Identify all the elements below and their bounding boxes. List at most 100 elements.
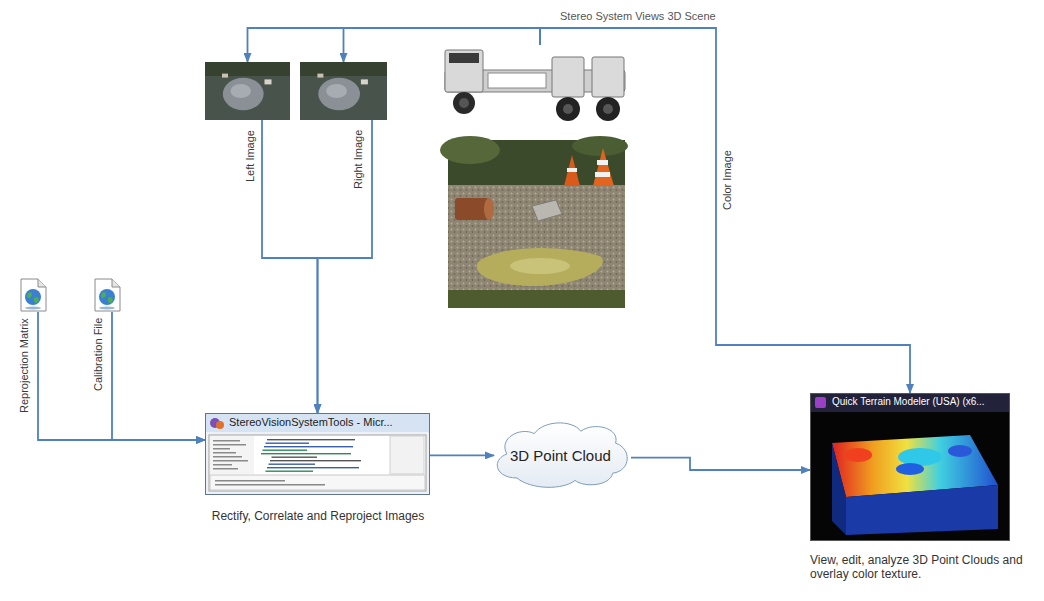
drawing-rect [213,456,242,458]
flow-arrow [540,28,910,393]
photo-block [532,200,562,221]
image-node: Left Image [205,62,290,120]
drawing-path [497,423,627,487]
viewer-node: Quick Terrain Modeler (USA) (x6...View, … [810,393,1010,541]
image-thumbnail [205,62,290,120]
cloud-node: 3D Point Cloud [488,418,633,490]
drawing-ellipse [231,84,251,98]
drawing-path [34,297,39,303]
flow-arrow [631,458,810,470]
drawing-rect [445,50,483,92]
drawing-rect [210,436,254,474]
file-label: Reprojection Matrix [18,318,31,413]
drawing-rect [213,460,248,462]
drawing-rect [215,480,285,482]
drawing-polygon [846,485,998,535]
photo-cone [593,148,614,186]
drawing-circle [603,104,613,114]
photo-cone-stripe [567,168,577,172]
drawing-rect [267,467,359,468]
drawing-path [108,297,113,303]
drawing-rect [209,435,426,491]
flow-arrow [112,312,205,440]
drawing-rect [811,394,1010,541]
drawing-rect [213,464,232,466]
terrain-viewer-window [810,393,1010,541]
drawing-rect [266,471,314,472]
drawing-path [21,279,46,311]
document-icon [92,278,122,312]
photo-barrel [455,198,489,220]
drawing-polygon [832,443,846,535]
document-icon [18,278,48,312]
photo-ground [448,140,625,308]
scene-photo [440,136,628,308]
drawing-rect [264,446,353,447]
drawing-path [112,279,120,287]
drawing-rect [206,414,429,432]
drawing-circle [556,97,580,121]
drawing-ellipse [99,307,115,310]
drawing-rect [390,436,424,474]
drawing-circle [563,104,573,114]
process-caption: Rectify, Correlate and Reproject Images [193,509,443,523]
camera-rig [440,45,630,135]
drawing-rect [263,450,308,451]
drawing-rect [213,452,236,454]
drawing-rect [215,484,325,486]
drawing-path [101,292,106,298]
drawing-rect [261,453,351,454]
drawing-rect [205,62,290,76]
drawing-ellipse [896,463,924,475]
drawing-circle [216,421,224,429]
image-label: Left Image [244,130,257,182]
drawing-rect [213,444,246,446]
drawing-rect [210,475,425,490]
drawing-rect [592,57,624,97]
drawing-circle [459,98,469,108]
drawing-rect [449,53,479,63]
edge-label: Color Image [721,150,734,210]
photo-cone [564,155,580,186]
drawing-path [27,292,32,298]
flow-arrow [248,28,541,62]
flow-arrow [262,120,318,413]
image-label: Right Image [352,130,365,189]
software-node: StereoVisionSystemTools - Micr...Rectify… [205,413,430,495]
drawing-rect [815,397,826,408]
drawing-rect [206,414,430,495]
drawing-rect [272,457,318,458]
drawing-rect [811,394,1009,412]
drawing-rect [361,79,368,84]
drawing-ellipse [898,448,942,466]
drawing-ellipse [844,448,872,462]
flow-arrow [38,312,205,440]
drawing-circle [453,92,475,114]
photo-puddle [477,248,603,286]
photo-foliage [440,136,500,164]
drawing-ellipse [326,84,347,98]
drawing-ellipse [223,78,264,110]
drawing-circle [99,289,115,305]
drawing-rect [213,440,240,442]
drawing-ellipse [318,78,360,110]
flow-arrow [430,454,494,456]
drawing-rect [213,448,230,450]
drawing-rect [488,73,546,88]
drawing-path [38,279,46,287]
drawing-rect [317,74,323,78]
drawing-rect [552,57,584,97]
window-title: Quick Terrain Modeler (USA) (x6... [832,396,985,408]
photo-cone-stripe [597,160,608,165]
drawing-rect [300,62,387,120]
drawing-rect [222,74,228,78]
photo-cone-stripe [595,172,610,177]
flow-arrow [344,28,541,62]
file-label: Calibration File [92,318,105,391]
drawing-ellipse [25,307,41,310]
drawing-rect [269,464,316,465]
drawing-rect [213,468,238,470]
drawing-ellipse [948,445,972,457]
drawing-rect [270,460,361,461]
